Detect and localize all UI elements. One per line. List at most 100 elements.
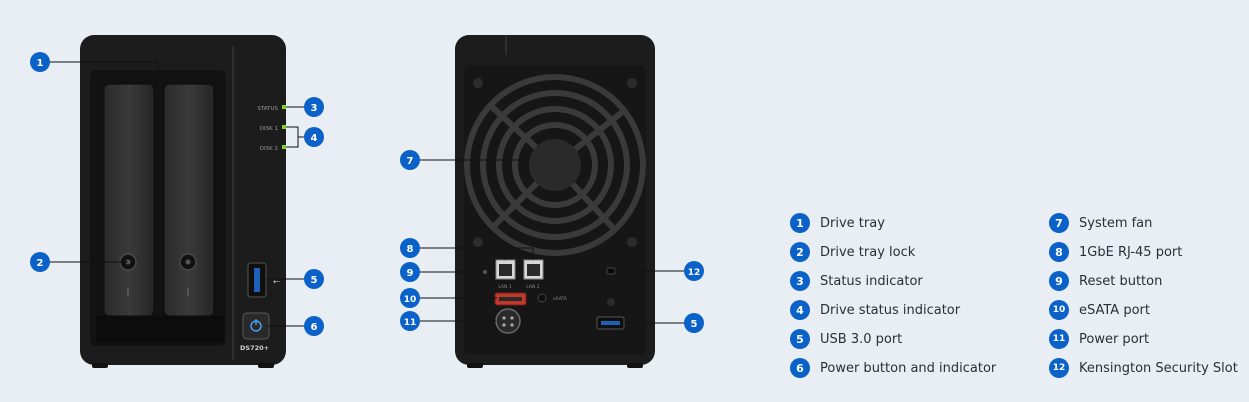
power-port-pin-2 — [510, 316, 514, 320]
callout-badge-3 — [304, 97, 324, 117]
fan-screw-tl — [473, 78, 483, 88]
model-label: DS720+ — [240, 344, 269, 352]
legend-item-8: 8 1GbE RJ-45 port — [1049, 242, 1182, 262]
legend-label: Drive tray lock — [820, 244, 916, 260]
fan-screw-tr — [627, 78, 637, 88]
legend-badge: 9 — [1049, 271, 1069, 291]
legend-item-9: 9 Reset button — [1049, 271, 1162, 291]
callout-label-12: 12 — [688, 268, 701, 278]
legend-badge: 5 — [790, 329, 810, 349]
rear-foot-right — [627, 363, 643, 368]
callout-label-9: 9 — [407, 268, 414, 279]
callout-label-11: 11 — [404, 318, 417, 328]
legend-item-5: 5 USB 3.0 port — [790, 329, 902, 349]
legend-label: eSATA port — [1079, 302, 1150, 318]
disk1-led — [282, 125, 286, 129]
callout-badge-5-front — [304, 269, 324, 289]
esata-label: eSATA — [553, 296, 568, 302]
leader-1b — [158, 73, 217, 97]
power-icon-bar — [255, 319, 257, 325]
callout-label-1: 1 — [37, 58, 44, 69]
fan-ring-3 — [496, 106, 614, 224]
rear-jack — [537, 293, 547, 303]
drive-tray-2[interactable] — [163, 83, 215, 317]
led-label-disk1: DISK 1 — [260, 126, 278, 132]
rear-foot-left — [467, 363, 483, 368]
lan-port-2-hole — [527, 264, 540, 276]
legend-badge: 12 — [1049, 358, 1069, 378]
usb-port-rear-tongue — [601, 321, 620, 325]
legend-label: Drive status indicator — [820, 302, 961, 318]
callout-badge-2 — [30, 252, 50, 272]
drive-tray-1[interactable] — [103, 83, 155, 317]
legend-badge: 11 — [1049, 329, 1069, 349]
power-port-pin-1 — [502, 316, 506, 320]
legend-badge: 8 — [1049, 242, 1069, 262]
lan1-label: LAN 1 — [498, 284, 511, 290]
legend-label: Power port — [1079, 331, 1150, 347]
leader-4 — [286, 126, 299, 148]
legend-label: 1GbE RJ-45 port — [1079, 244, 1183, 260]
legend-badge: 4 — [790, 300, 810, 320]
esata-port-hole — [499, 297, 522, 301]
lan-port-1-hole — [499, 264, 512, 276]
legend-item-3: 3 Status indicator — [790, 271, 923, 291]
legend-badge: 3 — [790, 271, 810, 291]
device-rear: LAN 1 LAN 2 eSATA — [455, 35, 655, 368]
callout-badge-7 — [400, 150, 420, 170]
legend-badge: 7 — [1049, 213, 1069, 233]
drive-tray-grip-1 — [127, 288, 129, 296]
drive-tray-lock-icon-2 — [185, 259, 191, 265]
leader-8 — [418, 247, 534, 260]
drive-tray-grip-2 — [187, 288, 189, 296]
power-port-pin-4 — [510, 323, 514, 327]
front-foot-right — [258, 363, 274, 368]
callout-label-7: 7 — [407, 156, 414, 167]
legend-label: Status indicator — [820, 273, 923, 289]
callout-badge-4 — [304, 127, 324, 147]
callout-badge-1 — [30, 52, 50, 72]
legend-item-12: 12 Kensington Security Slot — [1049, 358, 1238, 378]
callout-badge-11 — [400, 311, 420, 331]
callout-label-5-rear: 5 — [691, 319, 698, 330]
legend-item-11: 11 Power port — [1049, 329, 1149, 349]
reset-button[interactable] — [483, 270, 487, 274]
legend-label: Drive tray — [820, 215, 885, 231]
legend-item-1: 1 Drive tray — [790, 213, 885, 233]
fan-screw-bl — [473, 237, 483, 247]
legend-label: System fan — [1079, 215, 1153, 231]
front-panel-divider — [232, 46, 234, 360]
callout-badges: 1 2 3 4 5 6 7 8 9 10 11 12 5 — [30, 52, 704, 336]
device-front: STATUS DISK 1 DISK 2 ⭠ DS720+ — [80, 35, 286, 368]
callout-label-2: 2 — [37, 258, 44, 269]
callout-label-6: 6 — [311, 322, 318, 333]
callout-badge-12 — [684, 261, 704, 281]
bay-bottom-slot — [96, 316, 224, 342]
fan-ring-1 — [464, 74, 646, 256]
legend-label: Reset button — [1079, 273, 1163, 289]
legend-badge: 6 — [790, 358, 810, 378]
usb-port-tongue — [254, 268, 260, 292]
callout-label-3: 3 — [311, 103, 318, 114]
legend-label: Kensington Security Slot — [1079, 360, 1238, 376]
legend-badge: 10 — [1049, 300, 1069, 320]
legend-badge: 2 — [790, 242, 810, 262]
legend-label: Power button and indicator — [820, 360, 997, 376]
legend-label: USB 3.0 port — [820, 331, 903, 347]
power-port[interactable] — [495, 308, 521, 334]
callout-label-5-front: 5 — [311, 275, 318, 286]
callout-label-4: 4 — [311, 133, 318, 144]
fan-ring-2 — [480, 90, 630, 240]
usb-icon: ⭠ — [273, 277, 280, 287]
lan2-label: LAN 2 — [526, 284, 539, 290]
kensington-slot[interactable] — [606, 267, 616, 275]
power-port-pin-3 — [502, 323, 506, 327]
legend-item-4: 4 Drive status indicator — [790, 300, 960, 320]
callout-label-8: 8 — [407, 244, 414, 255]
legend-item-7: 7 System fan — [1049, 213, 1152, 233]
power-button[interactable] — [242, 312, 270, 340]
callout-badge-8 — [400, 238, 420, 258]
led-label-status: STATUS — [257, 106, 278, 112]
fan-hub — [529, 139, 581, 191]
